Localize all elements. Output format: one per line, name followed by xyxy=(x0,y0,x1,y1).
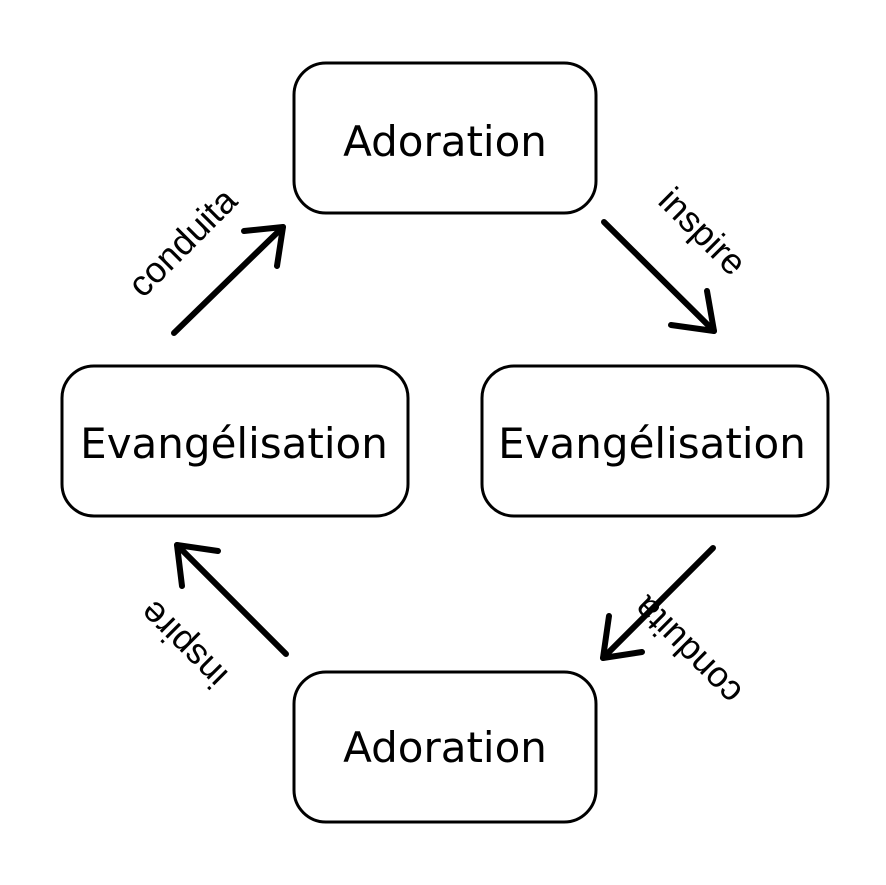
arrow-right-to-bottom xyxy=(600,545,716,661)
node-adoration-bottom: Adoration xyxy=(292,670,598,824)
node-evangelisation-right: Evangélisation xyxy=(480,364,830,518)
node-evangelisation-right-box xyxy=(480,364,830,518)
arrow-bottom-to-left xyxy=(174,542,289,657)
node-evangelisation-right-label: Evangélisation xyxy=(498,419,806,468)
node-adoration-top: Adoration xyxy=(292,61,598,215)
node-evangelisation-left-box xyxy=(60,364,410,518)
node-adoration-bottom-label: Adoration xyxy=(343,723,547,772)
arrow-top-to-right xyxy=(601,219,717,334)
node-adoration-top-box xyxy=(292,61,598,215)
edge-label-top-to-right: inspire xyxy=(651,179,755,283)
node-adoration-top-label: Adoration xyxy=(343,117,547,166)
edge-label-bottom-to-left: inspire xyxy=(131,593,235,697)
node-evangelisation-left: Evangélisation xyxy=(60,364,410,518)
node-evangelisation-left-label: Evangélisation xyxy=(80,419,388,468)
node-adoration-bottom-box xyxy=(292,670,598,824)
arrow-left-to-top xyxy=(171,224,286,336)
